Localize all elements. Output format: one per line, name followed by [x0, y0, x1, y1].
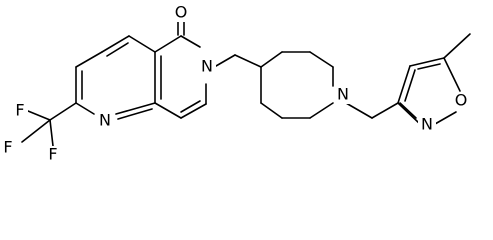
- bond-c2-cf3: [49, 102, 77, 121]
- bond-iso-n-c3: [397, 102, 421, 125]
- piperidine-nitrogen: N: [334, 85, 352, 104]
- bond-iso-o-n: [434, 111, 457, 125]
- bond-iso-c5-methyl: [443, 33, 471, 59]
- bond-c3-c2: [75, 51, 103, 68]
- label-isoxazole-n: N: [421, 115, 433, 134]
- bonds: [21, 19, 471, 147]
- bond-cf3-f2: [49, 119, 54, 147]
- bond-c4-c3: [101, 35, 130, 53]
- bond-pipN-ch2: [345, 102, 373, 119]
- bond-iso-c3-c4-double: [404, 69, 416, 102]
- atom-labels: O N N N N O F F: [0, 3, 470, 164]
- label-amide-n: N: [201, 57, 213, 76]
- bond-iso-c5-c4-double: [417, 63, 441, 70]
- bond-c5-n6: [180, 35, 201, 48]
- bond-c8-c8a: [154, 102, 182, 119]
- bond-pip-c4-c3: [260, 51, 283, 68]
- bond-ch2-pipC4: [234, 54, 262, 68]
- bond-iso-c3-c4: [397, 65, 411, 104]
- bond-n1-c8a: [115, 102, 156, 115]
- bond-pip-c2-n: [309, 51, 334, 68]
- label-f1: F: [15, 101, 24, 120]
- isoxazole-oxygen: O: [452, 91, 470, 110]
- bond-n1-c8a-double: [117, 108, 153, 120]
- bond-iso-n-c3-double: [399, 102, 417, 119]
- bond-pip-n-c6: [309, 102, 334, 119]
- label-carbonyl-o: O: [175, 3, 188, 22]
- label-piperidine-n: N: [337, 85, 349, 104]
- bond-c4-c3-double: [106, 42, 129, 57]
- fluorine-1: F: [12, 101, 28, 120]
- fluorine-3: F: [45, 145, 61, 164]
- bond-iso-c4-c5: [409, 57, 445, 67]
- bond-pip-c5-c4: [260, 102, 283, 119]
- label-f2: F: [3, 138, 12, 157]
- bond-cf3-f3: [27, 110, 51, 121]
- bond-ch2-isoC3: [371, 102, 399, 119]
- bond-cf3-f1: [21, 119, 51, 143]
- molecule-structure: O N N N N O F F: [0, 2, 471, 164]
- label-f3: F: [48, 145, 57, 164]
- pyridine-nitrogen: N: [96, 111, 114, 130]
- isoxazole-nitrogen: N: [418, 115, 436, 134]
- carbonyl-oxygen: O: [172, 3, 190, 22]
- bond-c7-c8: [180, 103, 207, 119]
- bond-iso-c5-o: [443, 57, 461, 92]
- bond-c5-c4a: [154, 35, 182, 53]
- amide-nitrogen: N: [198, 57, 216, 76]
- fluorine-2: F: [0, 138, 16, 157]
- bond-c7-c8-double: [180, 100, 201, 113]
- bond-n6-ch2: [215, 54, 236, 67]
- bond-c4a-c4: [128, 35, 156, 53]
- label-isoxazole-o: O: [455, 91, 468, 110]
- label-pyridine-n: N: [99, 111, 111, 130]
- bond-c1-n1: [75, 102, 95, 115]
